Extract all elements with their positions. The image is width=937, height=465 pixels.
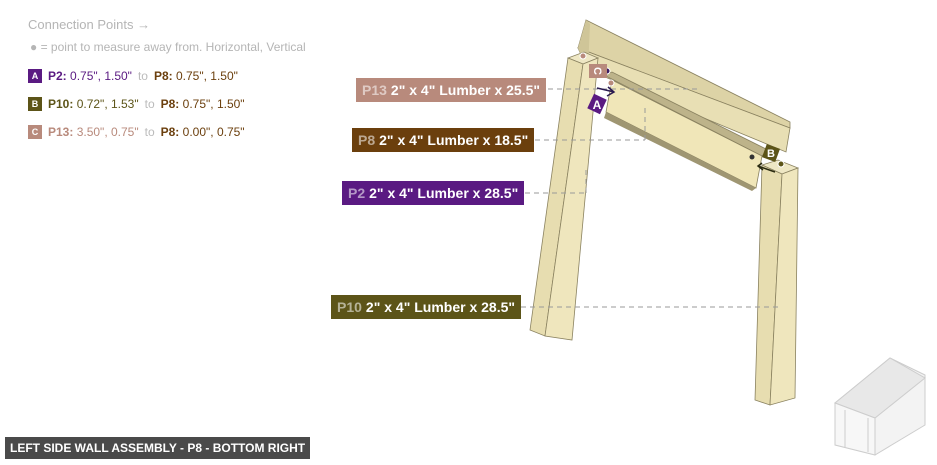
to-values: 0.00", 0.75" <box>182 125 245 139</box>
part-id: P13 <box>362 82 387 98</box>
part-id: P8 <box>358 132 376 148</box>
badge-c: C <box>28 125 42 139</box>
lumber-p8 <box>603 71 769 191</box>
to-text: to <box>144 125 155 139</box>
connection-item-b: B P10: 0.72", 1.53" to P8: 0.75", 1.50" <box>28 97 245 111</box>
marker-b[interactable]: B <box>762 144 780 162</box>
to-values: 0.75", 1.50" <box>175 69 238 83</box>
part-id: P2 <box>348 185 366 201</box>
lumber-p2 <box>529 51 600 341</box>
badge-a: A <box>28 69 42 83</box>
to-part: P8: <box>153 69 173 83</box>
from-part: P2: <box>48 69 67 83</box>
svg-text:A: A <box>593 98 602 112</box>
badge-b: B <box>28 97 42 111</box>
svg-text:B: B <box>767 148 775 160</box>
to-values: 0.75", 1.50" <box>182 97 245 111</box>
part-id: P10 <box>337 299 362 315</box>
part-desc: 2" x 4" Lumber x 28.5" <box>369 185 519 201</box>
from-values: 3.50", 0.75" <box>76 125 139 139</box>
marker-c[interactable]: C <box>589 64 607 78</box>
part-desc: 2" x 4" Lumber x 28.5" <box>365 299 516 315</box>
svg-text:C: C <box>591 67 603 75</box>
from-values: 0.72", 1.53" <box>76 97 139 111</box>
from-part: P10: <box>48 97 74 111</box>
lumber-p10 <box>754 159 800 406</box>
to-part: P8: <box>160 97 180 111</box>
lumber-p13 <box>577 19 791 153</box>
overview-thumbnail[interactable] <box>834 357 926 456</box>
part-desc: 2" x 4" Lumber x 18.5" <box>379 132 529 148</box>
to-text: to <box>137 69 148 83</box>
leader-lines <box>521 88 778 308</box>
to-part: P8: <box>160 125 180 139</box>
marker-a[interactable]: A <box>587 93 607 115</box>
connection-item-a: A P2: 0.75", 1.50" to P8: 0.75", 1.50" <box>28 69 238 83</box>
connection-points-title: Connection Points → <box>28 17 151 32</box>
to-text: to <box>144 97 155 111</box>
connection-item-c: C P13: 3.50", 0.75" to P8: 0.00", 0.75" <box>28 125 245 139</box>
legend-note: ● = point to measure away from. Horizont… <box>30 40 306 54</box>
assembly-step-title: LEFT SIDE WALL ASSEMBLY - P8 - BOTTOM RI… <box>5 437 311 459</box>
from-part: P13: <box>48 125 74 139</box>
part-desc: 2" x 4" Lumber x 25.5" <box>390 82 541 98</box>
from-values: 0.75", 1.50" <box>70 69 132 83</box>
